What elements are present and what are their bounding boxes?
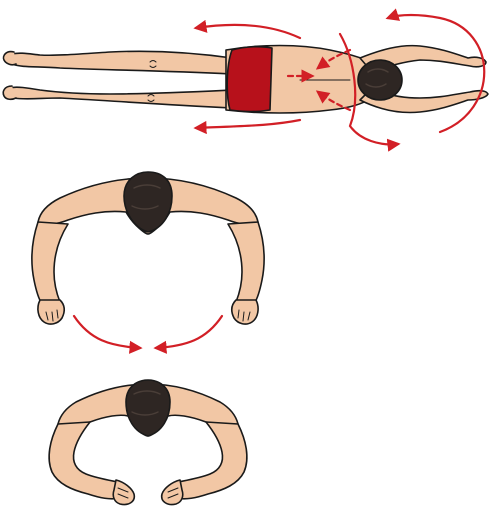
arm-sweep-top-arrow bbox=[388, 15, 484, 132]
leg-kick-top-arrow bbox=[196, 25, 300, 38]
upper-body-arms-wide bbox=[32, 172, 264, 348]
arms-wide-torso-icon bbox=[32, 172, 264, 324]
hands-inward-right-arrow bbox=[156, 316, 222, 348]
prone-swimmer-icon bbox=[3, 46, 488, 114]
hands-inward-left-arrow bbox=[74, 316, 140, 348]
swimmer-prone-top-view bbox=[3, 15, 488, 144]
leg-kick-bottom-arrow bbox=[196, 120, 300, 128]
hands-together-torso-icon bbox=[49, 380, 247, 505]
upper-body-hands-together bbox=[49, 380, 247, 505]
